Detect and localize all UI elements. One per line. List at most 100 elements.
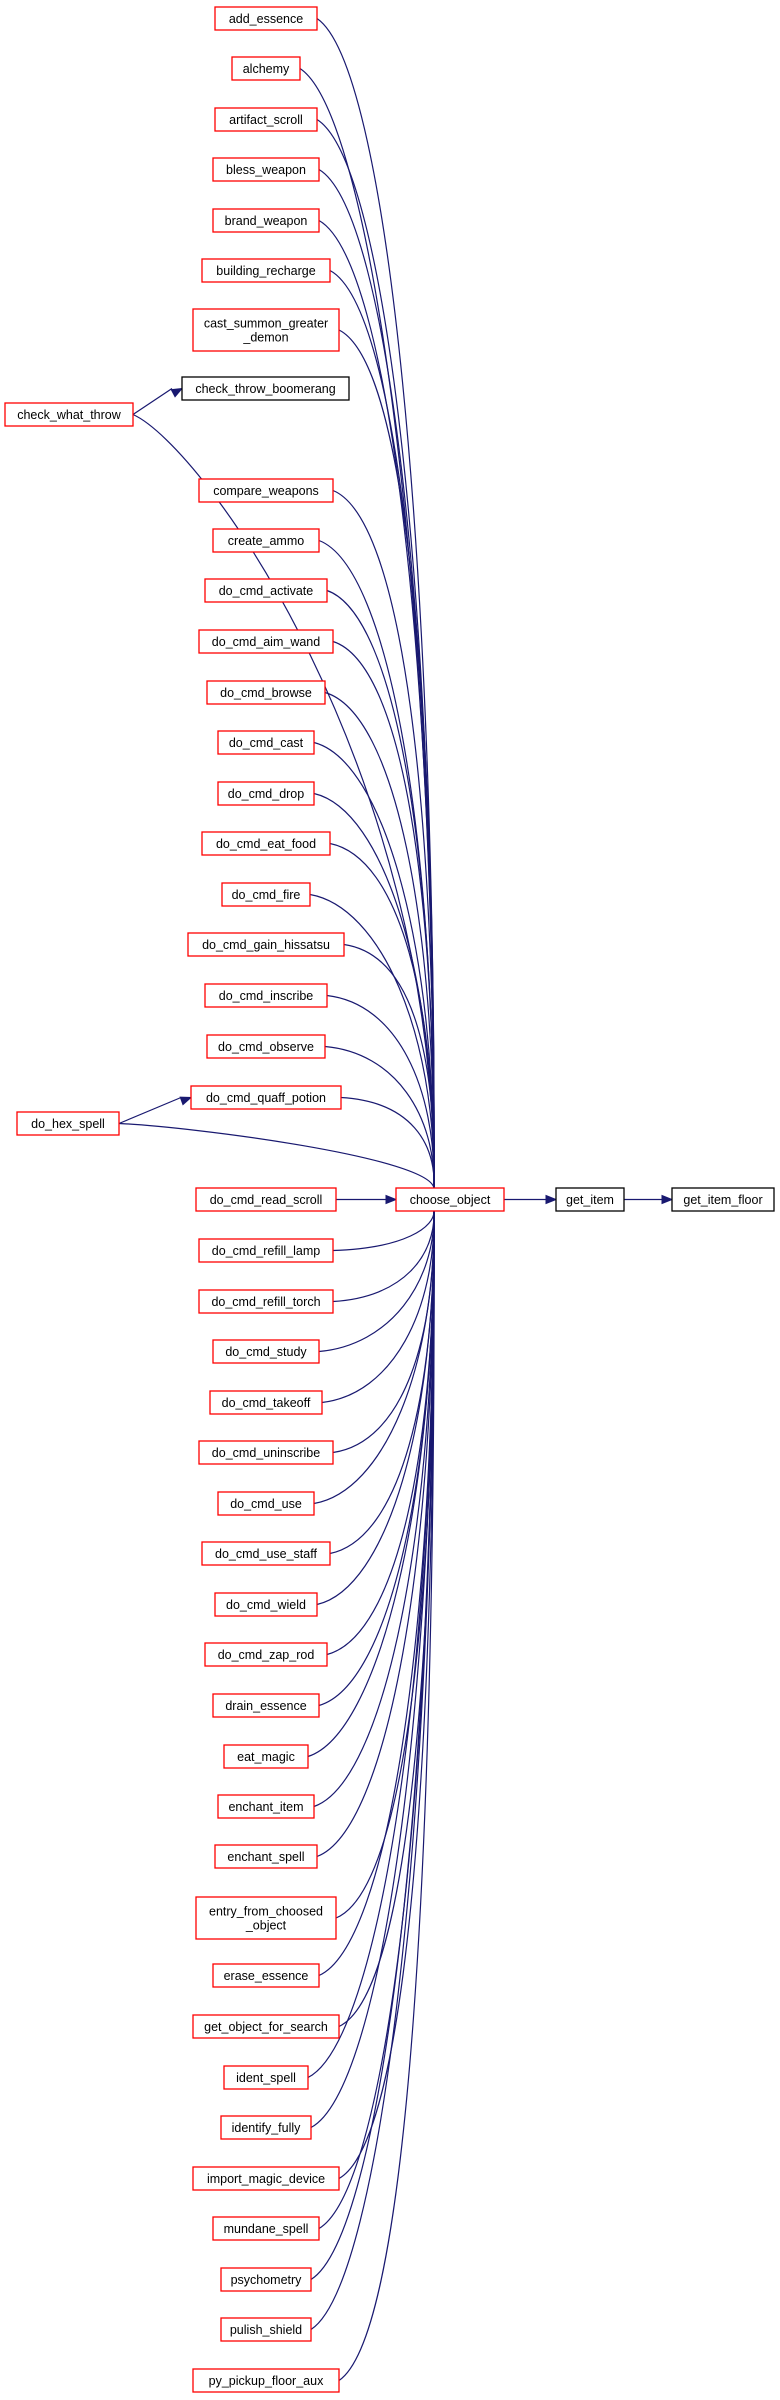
node-box <box>201 831 331 856</box>
node-box <box>198 1289 334 1314</box>
node-box <box>214 1592 318 1617</box>
node-label: do_cmd_wield <box>226 1598 306 1612</box>
node-import-magic-device[interactable]: import_magic_device <box>192 2166 340 2191</box>
node-do-cmd-takeoff[interactable]: do_cmd_takeoff <box>209 1390 323 1415</box>
node-do-cmd-gain-hissatsu[interactable]: do_cmd_gain_hissatsu <box>187 932 345 957</box>
node-get-item[interactable]: get_item <box>555 1187 625 1212</box>
node-label: do_cmd_fire <box>232 888 301 902</box>
node-drain-essence[interactable]: drain_essence <box>212 1693 320 1718</box>
node-pulish-shield[interactable]: pulish_shield <box>220 2317 312 2342</box>
node-label: psychometry <box>231 2273 303 2287</box>
node-check-what-throw[interactable]: check_what_throw <box>4 402 134 427</box>
node-do-cmd-refill-lamp[interactable]: do_cmd_refill_lamp <box>198 1238 334 1263</box>
node-box <box>220 2267 312 2292</box>
node-box <box>212 2216 320 2241</box>
node-label: do_cmd_refill_lamp <box>212 1244 320 1258</box>
node-brand-weapon[interactable]: brand_weapon <box>212 208 320 233</box>
node-get-object-for-search[interactable]: get_object_for_search <box>192 2014 340 2039</box>
node-check-throw-boomerang[interactable]: check_throw_boomerang <box>181 376 350 401</box>
node-do-cmd-eat-food[interactable]: do_cmd_eat_food <box>201 831 331 856</box>
node-box <box>16 1111 120 1136</box>
node-box <box>206 680 326 705</box>
node-cast-summon-greater-demon[interactable]: cast_summon_greater_demon <box>192 308 340 352</box>
node-do-cmd-refill-torch[interactable]: do_cmd_refill_torch <box>198 1289 334 1314</box>
node-psychometry[interactable]: psychometry <box>220 2267 312 2292</box>
node-mundane-spell[interactable]: mundane_spell <box>212 2216 320 2241</box>
node-enchant-spell[interactable]: enchant_spell <box>214 1844 318 1869</box>
node-label: do_cmd_zap_rod <box>218 1648 315 1662</box>
node-erase-essence[interactable]: erase_essence <box>212 1963 320 1988</box>
node-box <box>212 157 320 182</box>
node-label: pulish_shield <box>230 2323 302 2337</box>
node-do-cmd-activate[interactable]: do_cmd_activate <box>204 578 328 603</box>
node-label: compare_weapons <box>213 484 319 498</box>
edge-do_cmd_cast-to-choose_object <box>313 741 439 1201</box>
node-ident-spell[interactable]: ident_spell <box>223 2065 309 2090</box>
node-create-ammo[interactable]: create_ammo <box>212 528 320 553</box>
node-get-item-floor[interactable]: get_item_floor <box>671 1187 775 1212</box>
node-do-cmd-uninscribe[interactable]: do_cmd_uninscribe <box>198 1440 334 1465</box>
edge-get_object_for_search-to-choose_object <box>338 1198 439 2028</box>
node-box <box>192 308 340 352</box>
edge-py_pickup_floor_aux-to-choose_object <box>338 1198 439 2381</box>
node-label: do_cmd_quaff_potion <box>206 1091 326 1105</box>
node-label: do_cmd_cast <box>229 736 304 750</box>
edge-drain_essence-to-choose_object <box>318 1198 439 1707</box>
node-box <box>223 2065 309 2090</box>
node-choose-object[interactable]: choose_object <box>395 1187 505 1212</box>
node-py-pickup-floor-aux[interactable]: py_pickup_floor_aux <box>192 2368 340 2393</box>
node-identify-fully[interactable]: identify_fully <box>220 2115 312 2140</box>
node-bless-weapon[interactable]: bless_weapon <box>212 157 320 182</box>
node-do-cmd-use[interactable]: do_cmd_use <box>217 1491 315 1516</box>
edge-do_cmd_use_staff-to-choose_object <box>329 1198 439 1555</box>
edge-do_hex_spell-to-do_cmd_quaff_potion <box>118 1096 193 1125</box>
node-add-essence[interactable]: add_essence <box>214 6 318 31</box>
node-eat-magic[interactable]: eat_magic <box>223 1744 309 1769</box>
node-do-cmd-quaff-potion[interactable]: do_cmd_quaff_potion <box>190 1085 342 1110</box>
node-do-cmd-browse[interactable]: do_cmd_browse <box>206 680 326 705</box>
node-box <box>192 2014 340 2039</box>
node-do-cmd-zap-rod[interactable]: do_cmd_zap_rod <box>204 1642 328 1667</box>
node-label: do_cmd_gain_hissatsu <box>202 938 330 952</box>
node-box <box>204 983 328 1008</box>
node-building-recharge[interactable]: building_recharge <box>201 258 331 283</box>
node-box <box>201 258 331 283</box>
node-label: do_cmd_aim_wand <box>212 635 320 649</box>
node-enchant-item[interactable]: enchant_item <box>217 1794 315 1819</box>
node-label: py_pickup_floor_aux <box>209 2374 324 2388</box>
node-alchemy[interactable]: alchemy <box>231 56 301 81</box>
node-do-cmd-wield[interactable]: do_cmd_wield <box>214 1592 318 1617</box>
node-label: ident_spell <box>236 2071 296 2085</box>
node-box <box>4 402 134 427</box>
node-do-cmd-cast[interactable]: do_cmd_cast <box>217 730 315 755</box>
node-box <box>223 1744 309 1769</box>
node-artifact-scroll[interactable]: artifact_scroll <box>214 107 318 132</box>
edge-do_cmd_read_scroll-to-choose_object <box>336 1194 398 1205</box>
node-label: _object <box>245 1919 287 1933</box>
node-entry-from-choosed-object[interactable]: entry_from_choosed_object <box>195 1896 337 1940</box>
node-box <box>198 629 334 654</box>
edge-choose_object-to-get_item <box>504 1194 558 1205</box>
node-do-cmd-aim-wand[interactable]: do_cmd_aim_wand <box>198 629 334 654</box>
node-do-cmd-observe[interactable]: do_cmd_observe <box>206 1034 326 1059</box>
node-box <box>204 578 328 603</box>
node-box <box>214 6 318 31</box>
node-label: do_cmd_inscribe <box>219 989 314 1003</box>
node-label: add_essence <box>229 12 303 26</box>
node-box <box>220 2317 312 2342</box>
node-label: check_what_throw <box>17 408 122 422</box>
node-box <box>209 1390 323 1415</box>
node-compare-weapons[interactable]: compare_weapons <box>198 478 334 503</box>
node-do-cmd-inscribe[interactable]: do_cmd_inscribe <box>204 983 328 1008</box>
node-label: bless_weapon <box>226 163 306 177</box>
edge-add_essence-to-choose_object <box>316 18 439 1201</box>
edge-check_what_throw-to-check_throw_boomerang <box>132 387 184 415</box>
node-do-cmd-study[interactable]: do_cmd_study <box>212 1339 320 1364</box>
node-do-hex-spell[interactable]: do_hex_spell <box>16 1111 120 1136</box>
node-box <box>214 1844 318 1869</box>
node-do-cmd-use-staff[interactable]: do_cmd_use_staff <box>201 1541 331 1566</box>
node-do-cmd-read-scroll[interactable]: do_cmd_read_scroll <box>195 1187 337 1212</box>
node-do-cmd-drop[interactable]: do_cmd_drop <box>217 781 315 806</box>
node-do-cmd-fire[interactable]: do_cmd_fire <box>221 882 311 907</box>
